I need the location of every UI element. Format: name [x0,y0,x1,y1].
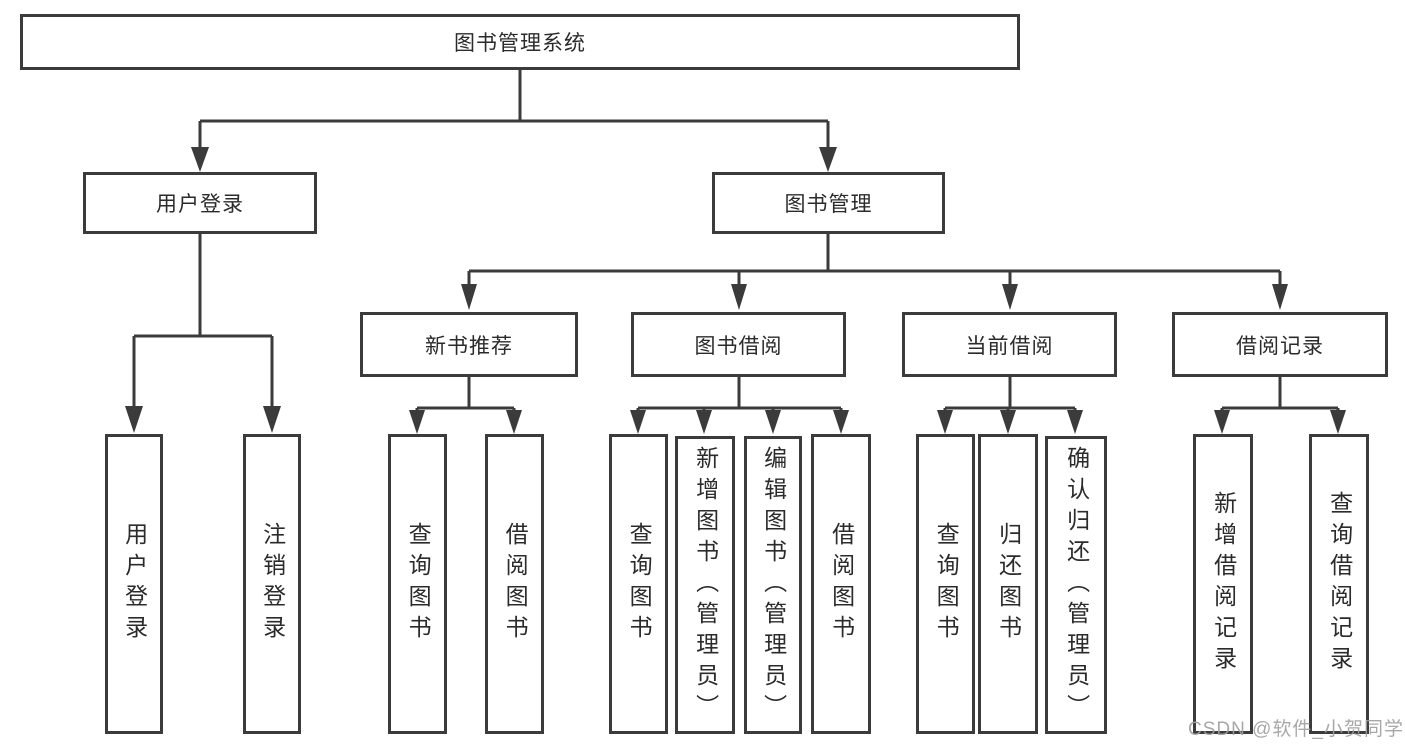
leaf-borrow-books-2: 借阅图书 [811,434,871,734]
leaf-user-login: 用户登录 [105,434,163,734]
node-current-borrow-label: 当前借阅 [965,334,1054,358]
leaf-edit-book-admin: 编辑图书（管理员） [744,436,802,734]
leaf-add-book-admin-label: 新增图书（管理员） [692,445,719,725]
node-new-book-recommend: 新书推荐 [360,312,578,377]
node-book-borrow: 图书借阅 [631,312,846,377]
leaf-query-books-1: 查询图书 [388,434,447,734]
leaf-confirm-return-admin-label: 确认归还（管理员） [1063,445,1090,725]
node-book-management-label: 图书管理 [784,193,873,216]
node-root: 图书管理系统 [20,14,1020,70]
leaf-logout: 注销登录 [243,434,301,734]
node-root-label: 图书管理系统 [454,32,586,55]
watermark: CSDN @软件_小贺同学 [1188,719,1404,740]
leaf-logout-label: 注销登录 [259,522,286,646]
node-borrow-records-label: 借阅记录 [1236,334,1324,358]
node-book-borrow-label: 图书借阅 [694,334,783,358]
node-user-login-branch-label: 用户登录 [156,193,244,216]
node-book-management: 图书管理 [712,172,945,234]
leaf-query-books-1-label: 查询图书 [405,522,432,646]
leaf-query-books-2-label: 查询图书 [626,522,653,646]
leaf-add-borrow-record: 新增借阅记录 [1193,434,1253,734]
node-current-borrow: 当前借阅 [902,312,1117,377]
leaf-query-borrow-record: 查询借阅记录 [1309,434,1369,734]
leaf-borrow-books-2-label: 借阅图书 [828,522,855,646]
node-new-book-recommend-label: 新书推荐 [425,334,513,358]
leaf-query-books-2: 查询图书 [609,434,668,734]
leaf-query-books-3: 查询图书 [916,434,975,734]
leaf-add-borrow-record-label: 新增借阅记录 [1210,491,1237,677]
leaf-return-book: 归还图书 [978,434,1038,734]
node-user-login-branch: 用户登录 [83,172,317,234]
leaf-query-borrow-record-label: 查询借阅记录 [1326,491,1353,677]
leaf-add-book-admin: 新增图书（管理员） [675,436,735,734]
leaf-query-books-3-label: 查询图书 [933,522,960,646]
leaf-confirm-return-admin: 确认归还（管理员） [1045,436,1107,734]
leaf-borrow-books-1: 借阅图书 [485,434,544,734]
leaf-borrow-books-1-label: 借阅图书 [502,522,529,646]
leaf-return-book-label: 归还图书 [995,522,1022,646]
node-borrow-records: 借阅记录 [1172,312,1388,377]
leaf-user-login-label: 用户登录 [121,522,148,646]
leaf-edit-book-admin-label: 编辑图书（管理员） [760,445,787,725]
